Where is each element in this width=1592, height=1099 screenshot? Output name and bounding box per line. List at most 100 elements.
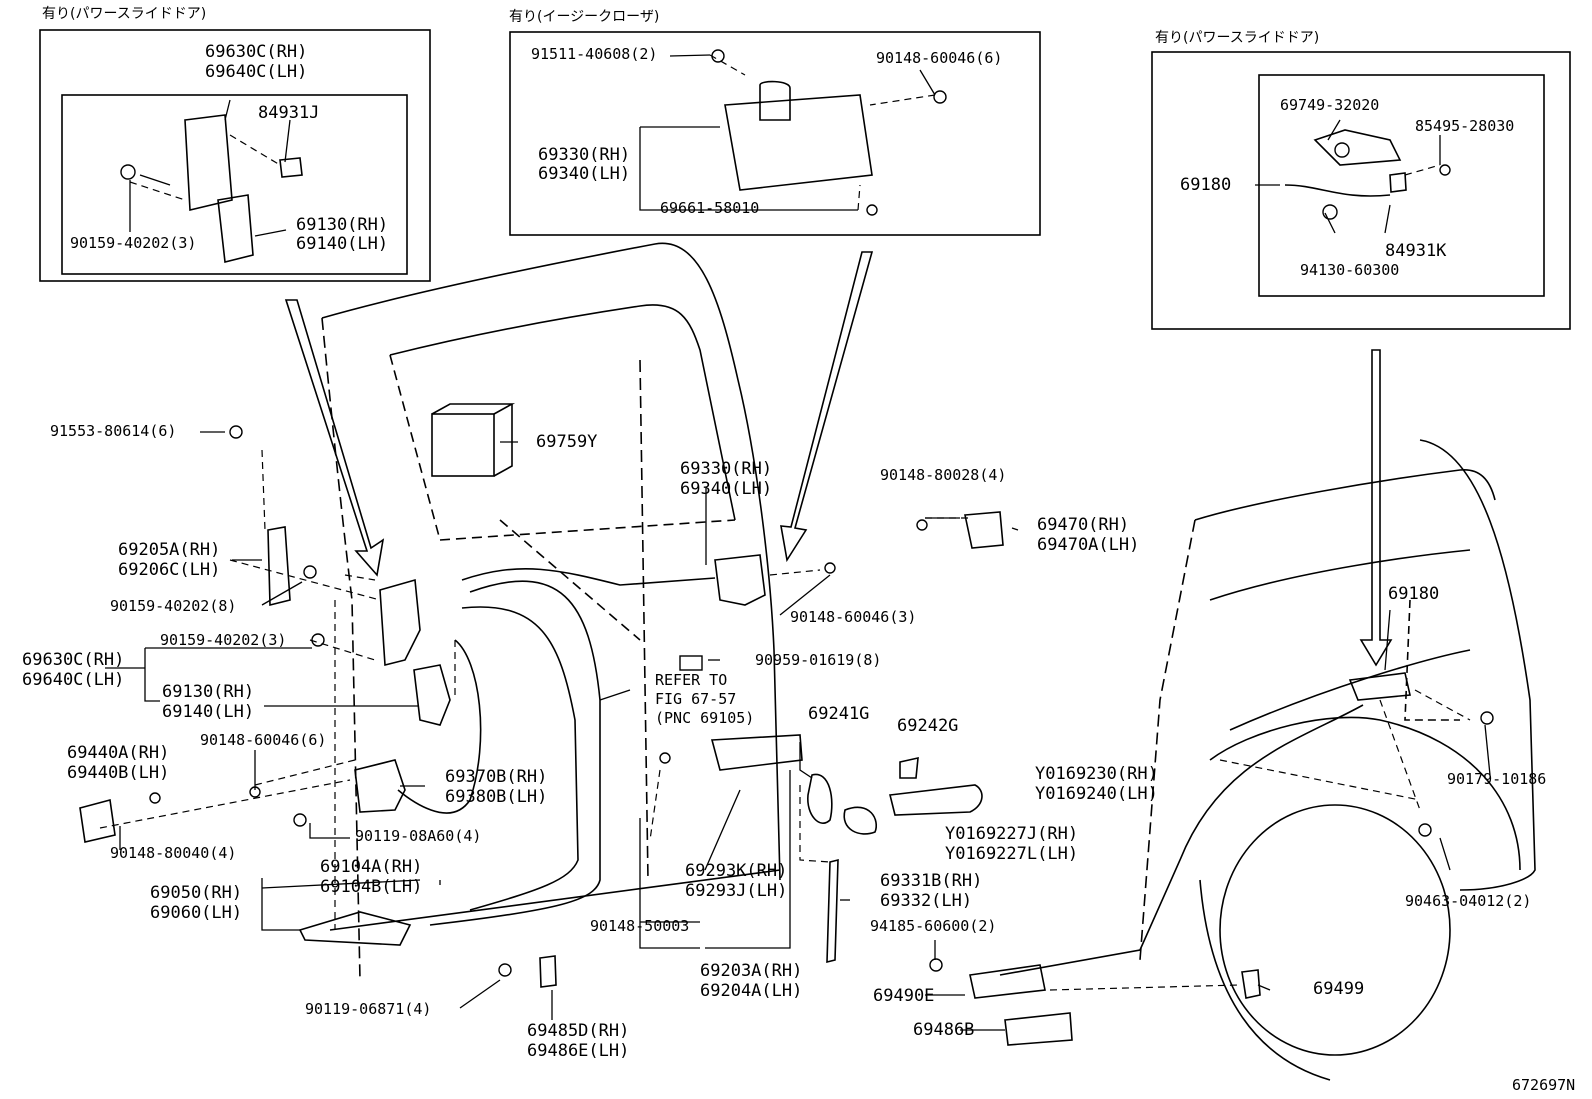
hinge-upper (267, 526, 291, 607)
part-label: 84931K (1385, 241, 1447, 261)
roller-69440 (79, 798, 116, 843)
cable-3 (461, 606, 579, 911)
part-label: 69640C(LH) (22, 670, 125, 690)
part-label: 90119-06871(4) (305, 1000, 432, 1018)
part-label: 91511-40608(2) (531, 45, 658, 63)
part-label: 69130(RH) (162, 682, 255, 702)
part-label: 90148-80028(4) (880, 466, 1007, 484)
header-easy-closer: 有り(イージークローザ) (509, 9, 660, 25)
part-label: 69759Y (536, 432, 598, 452)
part-label: 84931J (258, 103, 320, 123)
part-label: 69180 (1180, 175, 1232, 195)
part-label: 69293K(RH) (685, 861, 788, 881)
header-power-slide-door-right: 有り(パワースライドドア) (1155, 30, 1320, 46)
clip-69485 (539, 955, 557, 988)
part-label: 90159-40202(8) (110, 597, 237, 615)
part-label: 90148-60046(3) (790, 608, 917, 626)
part-label: 69242G (897, 716, 959, 736)
part-label: 90119-08A60(4) (355, 827, 482, 845)
part-label: 69180 (1388, 584, 1440, 604)
part-label: 69661-58010 (660, 199, 760, 217)
part-label: 90463-04012(2) (1405, 892, 1532, 910)
figure-id: 672697N (1512, 1076, 1576, 1094)
part-label: 69331B(RH) (880, 871, 983, 891)
part-label: 90179-10186 (1447, 770, 1547, 788)
part-label: 90148-50003 (590, 917, 690, 935)
rear-lock (714, 554, 766, 606)
rod-69331 (826, 858, 839, 964)
part-label: 69340(LH) (680, 479, 773, 499)
cover-69486B (1004, 1012, 1073, 1046)
part-label: 69293J(LH) (685, 881, 788, 901)
part-label: Y0169227J(RH) (945, 824, 1079, 844)
part-label: 69104B(LH) (320, 877, 423, 897)
cable-1 (461, 568, 716, 586)
part-label: 69140(LH) (162, 702, 255, 722)
striker (964, 511, 1004, 549)
part-label: 69104A(RH) (320, 857, 423, 877)
part-label: 94185-60600(2) (870, 917, 997, 935)
part-label: 69440B(LH) (67, 763, 170, 783)
part-label: 90159-40202(3) (160, 631, 287, 649)
part-label: 69490E (873, 986, 935, 1006)
inset-box-left-outer (39, 29, 431, 282)
refer-note-line2: FIG 67-57 (655, 690, 737, 708)
part-label: 69440A(RH) (67, 743, 170, 763)
part-label: 90148-60046(6) (876, 49, 1003, 67)
door-outline (321, 242, 781, 881)
part-label: Y0169240(LH) (1035, 784, 1158, 804)
part-label: 69340(LH) (538, 164, 631, 184)
part-label: 69486E(LH) (527, 1041, 630, 1061)
part-label: 85495-28030 (1415, 117, 1515, 135)
arrow-mid (780, 251, 874, 563)
part-label: 69330(RH) (538, 145, 631, 165)
cable-4 (397, 639, 482, 814)
part-label: 69204A(LH) (700, 981, 803, 1001)
part-label: 94130-60300 (1300, 261, 1400, 279)
inset-box-mid (509, 31, 1041, 236)
lock-69490E (969, 964, 1046, 999)
refer-note-line1: REFER TO (655, 671, 728, 689)
part-label: Y0169230(RH) (1035, 764, 1158, 784)
part-label: 69203A(RH) (700, 961, 803, 981)
part-label: 69332(LH) (880, 891, 973, 911)
part-label: 69380B(LH) (445, 787, 548, 807)
part-label: 90159-40202(3) (70, 234, 197, 252)
part-label: 91553-80614(6) (50, 422, 177, 440)
cable-5 (999, 704, 1364, 976)
wheel (1219, 804, 1451, 1056)
part-label: 90148-60046(6) (200, 731, 327, 749)
part-label: 69470A(LH) (1037, 535, 1140, 555)
part-label: 69330(RH) (680, 459, 773, 479)
body-outline (1419, 439, 1536, 891)
part-label: 69630C(RH) (205, 42, 308, 62)
lower-lock (354, 759, 406, 813)
inset-box-left-inner (61, 94, 408, 275)
part-label: 69241G (808, 704, 870, 724)
cable-2 (429, 580, 601, 926)
part-label: 69050(RH) (150, 883, 243, 903)
part-label: 69370B(RH) (445, 767, 548, 787)
part-label: 69205A(RH) (118, 540, 221, 560)
part-label: 69749-32020 (1280, 96, 1380, 114)
part-label: 69640C(LH) (205, 62, 308, 82)
part-label: 69470(RH) (1037, 515, 1130, 535)
cover-69242G (899, 756, 919, 779)
arrow-right (1359, 349, 1393, 667)
lock-bracket (379, 578, 421, 667)
part-label: 69485D(RH) (527, 1021, 630, 1041)
part-label: Y0169227L(LH) (945, 844, 1079, 864)
part-label: 69060(LH) (150, 903, 243, 923)
part-label: 69140(LH) (296, 234, 389, 254)
part-label: 90959-01619(8) (755, 651, 882, 669)
lock-actuator (413, 664, 451, 726)
refer-note-line3: (PNC 69105) (655, 709, 755, 727)
bracket-69180 (1348, 672, 1411, 701)
bracket-69050 (298, 911, 412, 946)
part-label: 69499 (1313, 979, 1365, 999)
control-unit (431, 413, 495, 477)
part-label: 69130(RH) (296, 215, 389, 235)
part-label: 90148-80040(4) (110, 844, 237, 862)
handle-gasket (807, 773, 833, 824)
